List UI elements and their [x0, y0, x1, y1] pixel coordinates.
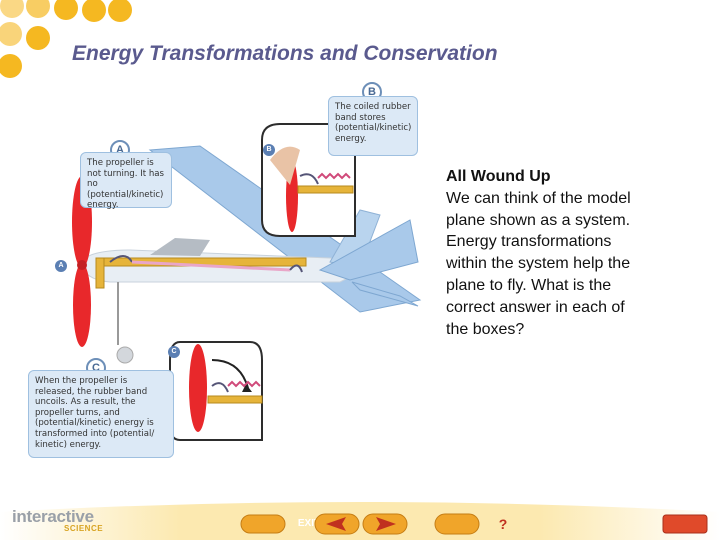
brand-main: interactive — [12, 507, 94, 526]
menu-button-shape — [662, 514, 708, 534]
main-text-block: All Wound Up We can think of the model p… — [446, 166, 646, 340]
help-button[interactable]: ? — [434, 512, 507, 536]
callout-b-letter: B — [368, 86, 376, 98]
marker-b: B — [263, 144, 275, 156]
callout-c-text: When the propeller is released, the rubb… — [35, 376, 155, 450]
help-label: ? — [498, 516, 508, 532]
arrow-right-icon — [362, 513, 408, 535]
exit-button-shape — [240, 514, 286, 534]
forward-arrow-button[interactable] — [362, 512, 408, 536]
back-arrow-button[interactable] — [314, 512, 360, 536]
callout-b-text: The coiled rubber band stores (potential… — [335, 102, 412, 144]
menu-label: MENU — [708, 518, 720, 529]
callout-a-letter: A — [116, 144, 124, 156]
decorative-dots — [0, 0, 132, 78]
marker-c: C — [168, 346, 180, 358]
menu-button[interactable]: MENU — [662, 514, 720, 534]
callout-a: The propeller is not turning. It has no … — [80, 152, 172, 211]
footer-bar — [0, 502, 720, 540]
callout-b: The coiled rubber band stores (potential… — [328, 96, 418, 156]
page-title: Energy Transformations and Conservation — [72, 42, 498, 65]
brand-logo: interactive SCIENCE — [12, 507, 103, 533]
callout-a-text: The propeller is not turning. It has no … — [87, 158, 165, 211]
exit-button[interactable]: EXIT — [240, 514, 320, 534]
brand-sub: SCIENCE — [64, 524, 104, 533]
marker-a: A — [55, 260, 67, 272]
callout-c-letter: C — [92, 362, 100, 374]
section-body: We can think of the model plane shown as… — [446, 189, 631, 338]
callout-c: When the propeller is released, the rubb… — [28, 370, 174, 458]
exit-label: EXIT — [297, 518, 321, 529]
arrow-left-icon — [314, 513, 360, 535]
help-button-shape — [434, 513, 480, 535]
section-heading: All Wound Up — [446, 168, 551, 185]
